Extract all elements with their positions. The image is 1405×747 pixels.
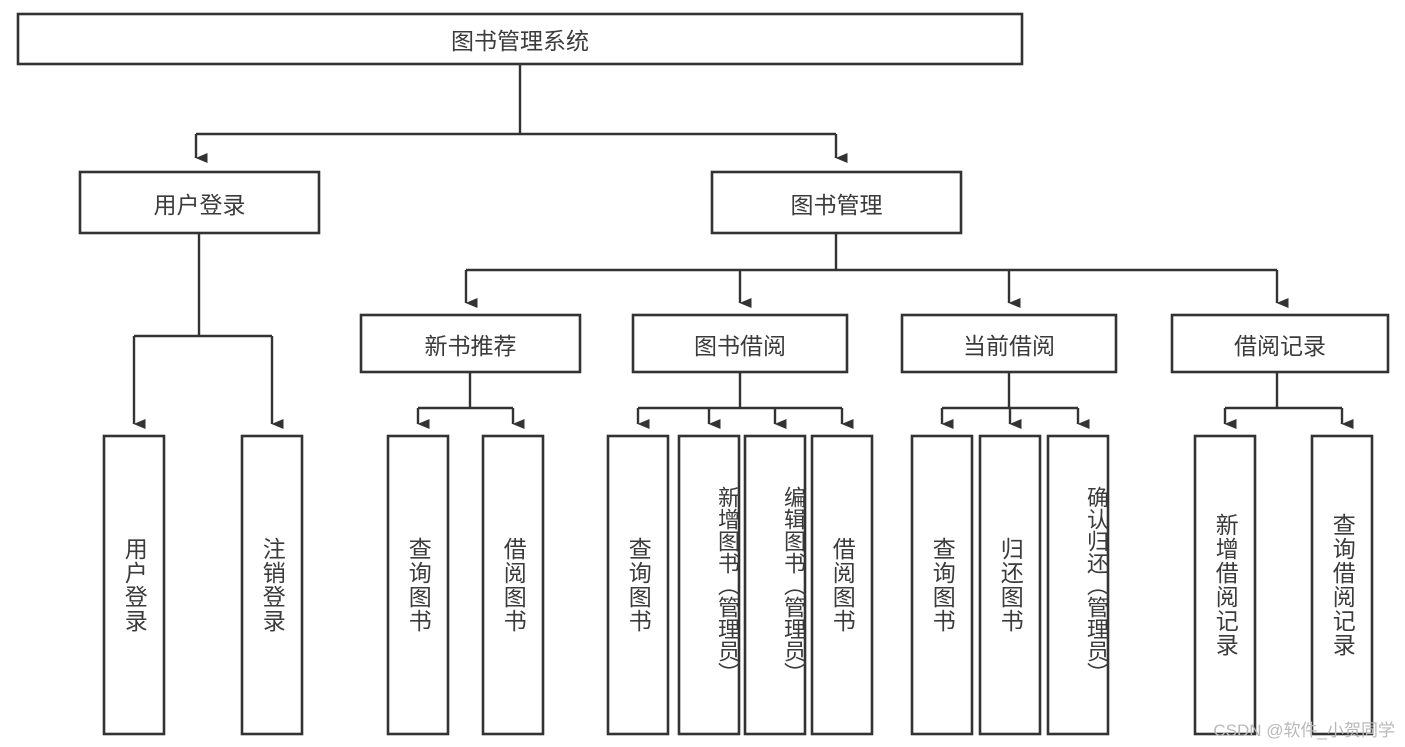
node-box-book-manage [710, 170, 963, 235]
node-boxes [16, 12, 1390, 736]
connector-lines [132, 64, 1354, 429]
node-box-current-borrow [900, 313, 1118, 374]
leaf-box [910, 434, 974, 736]
leaf-box [1046, 434, 1110, 736]
node-box-new-book [359, 313, 582, 374]
node-box-book-borrow [631, 313, 849, 374]
node-box-borrow-record [1170, 313, 1390, 374]
leaf-box [1310, 434, 1374, 736]
leaf-box [481, 434, 545, 736]
leaf-box [102, 434, 166, 736]
leaf-box [677, 434, 741, 736]
leaf-box [978, 434, 1042, 736]
leaf-box [386, 434, 450, 736]
leaf-box [1193, 434, 1257, 736]
leaf-box [810, 434, 874, 736]
leaf-box [743, 434, 807, 736]
leaf-box [606, 434, 670, 736]
leaf-box [240, 434, 304, 736]
node-box-root [16, 12, 1024, 66]
node-box-user-login [78, 170, 321, 235]
